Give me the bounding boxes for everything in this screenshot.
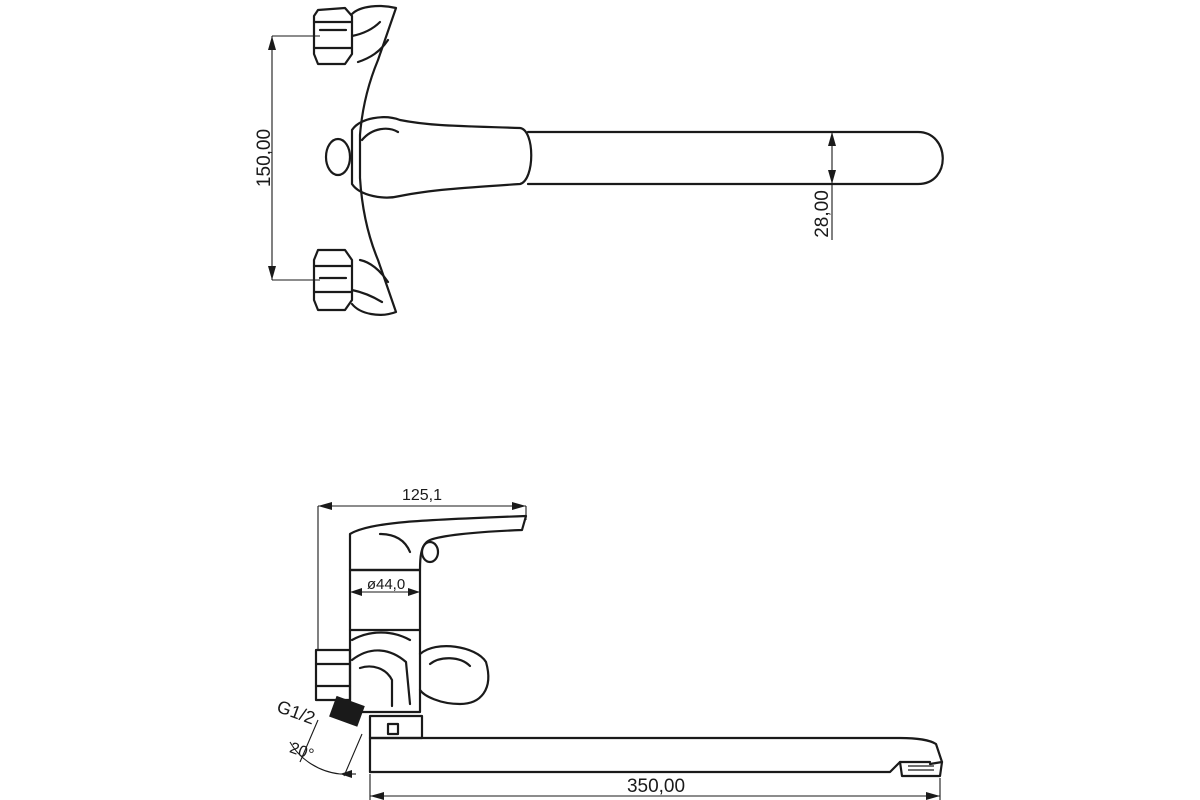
dimension-28: 28,00 (812, 132, 836, 240)
g12-fitting: G1/2 20° (274, 695, 365, 778)
cartridge-diameter-label: ø44,0 (367, 576, 405, 593)
lower-hex-nut (312, 248, 354, 312)
spout-side (368, 714, 944, 778)
top-view: 150,00 28,00 (254, 4, 944, 316)
dimension-150: 150,00 (254, 35, 320, 281)
dimension-125-label: 125,1 (402, 487, 442, 504)
dimension-350: 350,00 (369, 774, 941, 800)
mixer-body-side (314, 628, 490, 714)
cartridge-body: ø44,0 (348, 568, 422, 632)
side-view: 125,1 ø44,0 (274, 487, 944, 800)
faucet-body-top (350, 4, 398, 316)
upper-hex-nut (312, 6, 354, 66)
dimension-125: 125,1 (317, 487, 527, 650)
spout-top (526, 130, 944, 186)
lever-handle-top (324, 116, 533, 199)
dimension-150-label: 150,00 (254, 129, 275, 187)
dimension-350-label: 350,00 (627, 776, 685, 797)
dimension-28-label: 28,00 (812, 190, 833, 238)
angle-label: 20° (287, 740, 316, 764)
lever-handle-side (348, 514, 528, 572)
thread-label: G1/2 (274, 696, 318, 728)
